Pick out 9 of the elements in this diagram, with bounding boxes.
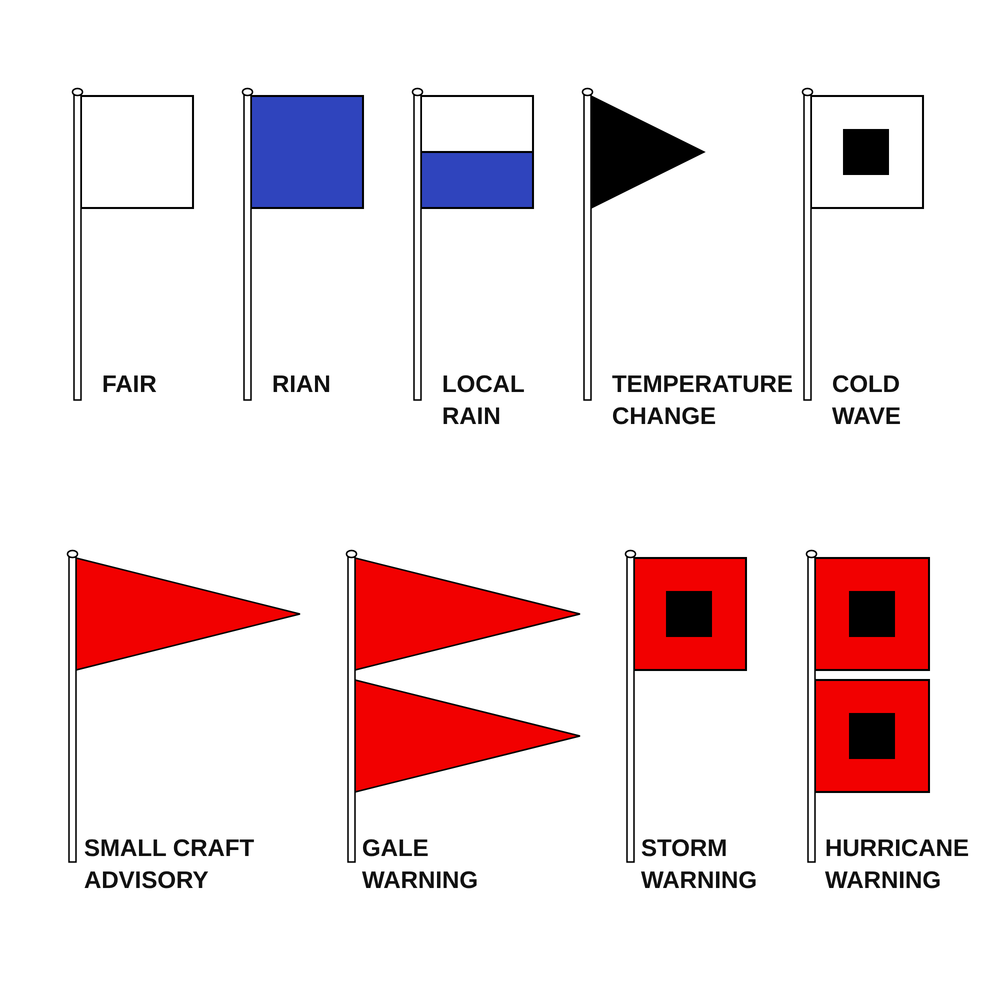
- flag-label: FAIR: [102, 370, 158, 400]
- flag-label: HURRICANE WARNING: [825, 834, 970, 896]
- flag-label: COLD WAVE: [832, 370, 902, 432]
- flag-label: TEMPERATURE CHANGE: [612, 370, 794, 432]
- flag-label: LOCAL RAIN: [442, 370, 526, 432]
- flag-label: RIAN: [272, 370, 332, 400]
- flag-label: STORM WARNING: [641, 834, 758, 896]
- flag-label: SMALL CRAFT ADVISORY: [84, 834, 256, 896]
- flag-label: GALE WARNING: [362, 834, 479, 896]
